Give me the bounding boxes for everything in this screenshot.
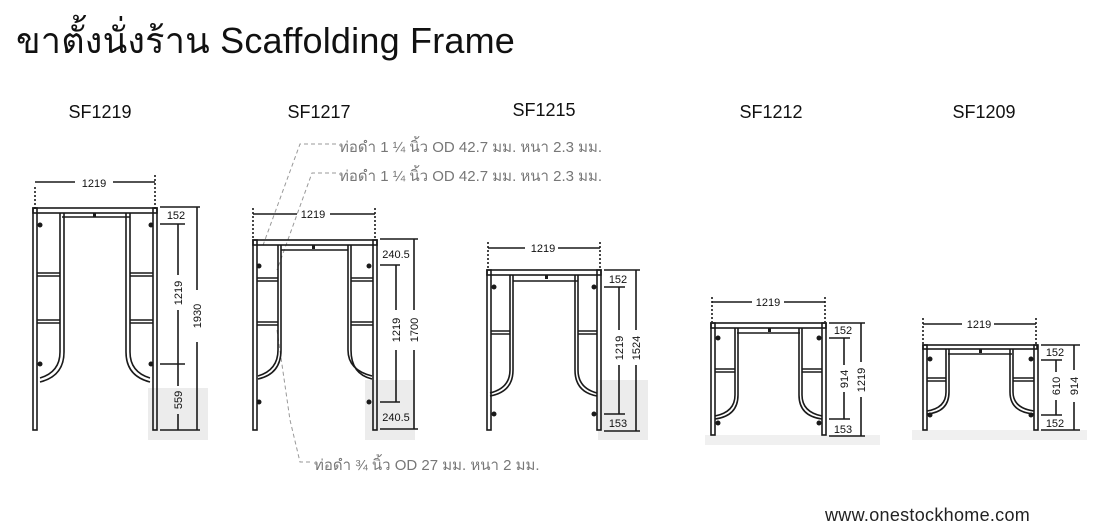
frame-sf1212: 1219 152 914 153 1219 <box>705 297 880 445</box>
outer-pipe-note-1: ท่อดำ 1 ¼ นิ้ว OD 42.7 มม. หนา 2.3 มม. <box>339 139 603 156</box>
svg-text:914: 914 <box>839 370 851 388</box>
svg-text:240.5: 240.5 <box>382 412 410 424</box>
website-url[interactable]: www.onestockhome.com <box>825 505 1031 525</box>
svg-text:1930: 1930 <box>192 304 204 328</box>
inner-pipe-note: ท่อดำ ¾ นิ้ว OD 27 มม. หนา 2 มม. <box>314 457 540 474</box>
outer-pipe-note-2: ท่อดำ 1 ¼ นิ้ว OD 42.7 มม. หนา 2.3 มม. <box>339 168 603 185</box>
svg-text:152: 152 <box>1046 418 1064 430</box>
svg-text:152: 152 <box>1046 347 1064 359</box>
svg-text:240.5: 240.5 <box>382 249 410 261</box>
width-dim-sf1217: 1219 <box>301 209 325 221</box>
model-label-sf1219: SF1219 <box>68 102 132 122</box>
svg-text:1219: 1219 <box>614 336 626 360</box>
page-title: ขาตั้งนั่งร้าน Scaffolding Frame <box>16 20 516 61</box>
model-label-sf1217: SF1217 <box>287 102 351 122</box>
model-label-sf1215: SF1215 <box>512 100 576 120</box>
svg-text:914: 914 <box>1069 377 1081 395</box>
model-label-sf1209: SF1209 <box>952 102 1016 122</box>
frame-sf1215: 1219 152 1219 153 1524 <box>486 242 648 440</box>
svg-text:1219: 1219 <box>391 318 403 342</box>
width-dim-sf1209: 1219 <box>967 319 991 331</box>
svg-text:152: 152 <box>609 274 627 286</box>
width-dim-sf1212: 1219 <box>756 297 780 309</box>
width-dim-sf1219: 1219 <box>82 178 106 190</box>
svg-text:1219: 1219 <box>173 281 185 305</box>
leader-lines <box>261 143 336 463</box>
frame-sf1219: 1219 152 1219 559 1930 <box>32 175 208 440</box>
frame-sf1209: 1219 152 610 152 914 <box>912 318 1087 440</box>
model-label-sf1212: SF1212 <box>739 102 803 122</box>
svg-text:1700: 1700 <box>409 318 421 342</box>
width-dim-sf1215: 1219 <box>531 243 555 255</box>
svg-text:152: 152 <box>834 325 852 337</box>
svg-text:559: 559 <box>173 391 185 409</box>
svg-text:1524: 1524 <box>631 336 643 360</box>
svg-text:152: 152 <box>167 210 185 222</box>
svg-text:153: 153 <box>609 418 627 430</box>
svg-text:153: 153 <box>834 424 852 436</box>
svg-text:1219: 1219 <box>856 368 868 392</box>
svg-text:610: 610 <box>1051 377 1063 395</box>
frame-sf1217: 1219 240.5 1219 240.5 1700 <box>252 208 421 440</box>
